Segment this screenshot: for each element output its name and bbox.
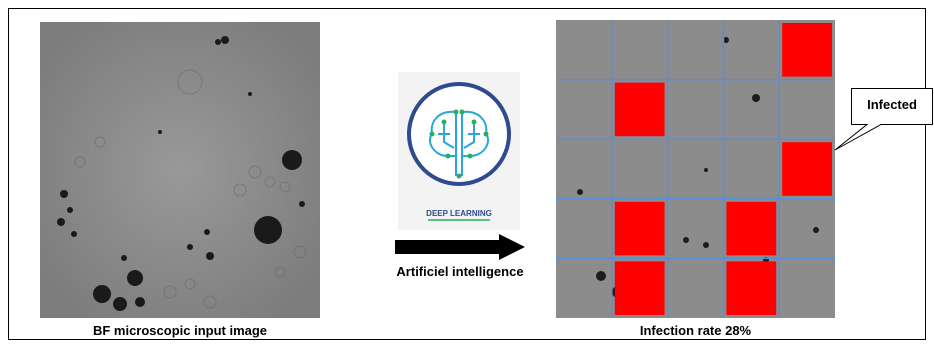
infected-cell — [726, 261, 777, 315]
right-arrow-icon — [395, 234, 525, 260]
arrow-label: Artificiel intelligence — [396, 264, 524, 279]
input-microscope-image — [40, 22, 320, 318]
input-image-caption: BF microscopic input image — [92, 323, 268, 338]
infected-cell — [614, 201, 665, 256]
infected-cell — [614, 261, 665, 315]
infected-cell — [782, 142, 832, 196]
infected-cell — [614, 82, 665, 137]
logo-text: DEEP LEARNING — [426, 209, 492, 218]
infection-rate-caption: Infection rate 28% — [639, 323, 752, 338]
infected-label: Infected — [867, 97, 917, 112]
deep-learning-logo: DEEP LEARNING — [398, 72, 520, 230]
logo-ring-icon — [407, 82, 511, 186]
infected-cell — [782, 23, 832, 77]
infected-callout — [834, 88, 933, 151]
infected-cell — [726, 201, 777, 256]
output-grid-image — [556, 20, 835, 318]
